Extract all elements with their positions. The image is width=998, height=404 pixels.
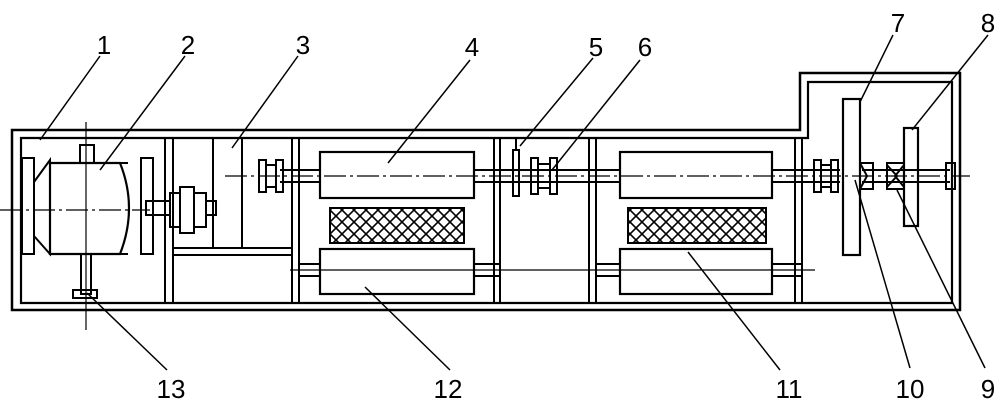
label-4: 4: [465, 32, 479, 62]
callout-labels: 1 2 3 4 5 6 7 8 9 10 11 12 13: [97, 8, 995, 404]
label-1: 1: [97, 30, 111, 60]
label-2: 2: [181, 30, 195, 60]
coupling-right: [813, 159, 839, 193]
label-3: 3: [296, 30, 310, 60]
label-9: 9: [981, 374, 995, 404]
motor-assembly: [0, 122, 154, 330]
label-13: 13: [157, 374, 186, 404]
label-8: 8: [981, 8, 995, 38]
coupling-6: [530, 157, 558, 195]
label-6: 6: [638, 32, 652, 62]
brake-plate-5: [512, 137, 520, 197]
label-10: 10: [896, 374, 925, 404]
hatched-block-right: [627, 207, 767, 244]
upper-shaft: [225, 169, 970, 183]
lower-roller-12: [318, 247, 476, 296]
plate-8: [902, 126, 920, 228]
coupling-left: [258, 159, 284, 193]
label-12: 12: [434, 374, 463, 404]
housing: [10, 71, 962, 312]
lower-roller-11: [618, 247, 774, 296]
hatched-block-left: [329, 207, 465, 244]
label-5: 5: [589, 32, 603, 62]
sub-compartment: [173, 138, 292, 256]
pulley-plate-7: [841, 97, 862, 257]
label-11: 11: [776, 374, 803, 404]
motor-coupling: [145, 186, 217, 234]
end-bearing: [945, 162, 956, 190]
label-7: 7: [891, 8, 905, 38]
upper-roller-right: [618, 150, 774, 200]
clutch-10: [859, 162, 874, 190]
leader-lines: [39, 34, 989, 371]
lower-shaft: [290, 263, 815, 277]
upper-roller-4: [318, 150, 476, 200]
